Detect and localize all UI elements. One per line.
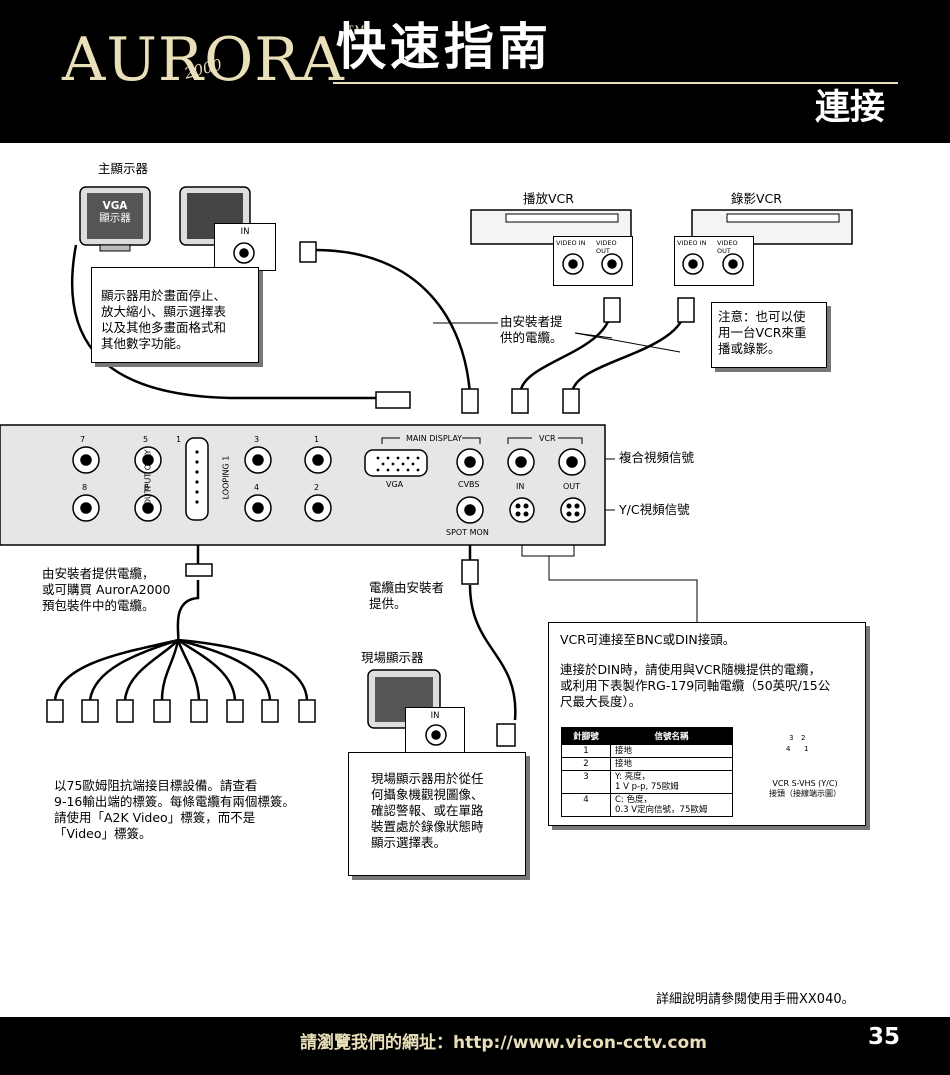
vcr-out-label: OUT xyxy=(563,482,581,491)
yc-video-label: Y/C視頻信號 xyxy=(619,502,690,517)
vga-port-label: VGA xyxy=(386,480,404,489)
spot-monitor-function-note: 現場顯示器用於從任何攝象機觀視圖像、確認警報、或在單路 裝置處於錄像狀態時顯示選… xyxy=(348,752,526,876)
monitor-function-note: 顯示器用於畫面停止、放大縮小、顯示選擇表 以及其他多畫面格式和其他數字功能。 xyxy=(91,267,259,363)
vcr-box-line1: VCR可連接至BNC或DIN接頭。 xyxy=(560,632,736,647)
port-num-5: 5 xyxy=(143,435,149,444)
port-num-2: 2 xyxy=(314,483,320,492)
port-num-7: 7 xyxy=(80,435,86,444)
port-num-4: 4 xyxy=(254,483,260,492)
port-num-1b: 1 xyxy=(314,435,320,444)
vcr-box-line2: 連接於DIN時，請使用與VCR隨機提供的電纜，或利用下表製作RG-179同軸電纜… xyxy=(560,662,831,709)
page-title: 快速指南 xyxy=(336,18,552,76)
din-pin-1: 1 xyxy=(804,745,809,753)
main-cvbs-cable xyxy=(314,248,472,396)
dvr-back-panel xyxy=(0,424,606,546)
website-link[interactable]: 請瀏覽我們的網址：http://www.vicon-cctv.com xyxy=(300,1033,707,1053)
breakout-split xyxy=(176,580,200,641)
port-num-3: 3 xyxy=(254,435,260,444)
vcr-in-label: IN xyxy=(516,482,525,491)
din-pin-4: 4 xyxy=(786,745,791,753)
spot-mon-label: SPOT MON xyxy=(446,528,489,537)
looping-label: LOOPING 1 xyxy=(221,455,231,500)
footer-bar xyxy=(0,1017,950,1075)
installer-cable-note: 由安裝者提供的電纜。 xyxy=(500,314,563,346)
page-subtitle: 連接 xyxy=(815,88,886,128)
manual-reference: 詳細說明請參閱使用手冊XX040。 xyxy=(656,992,855,1007)
composite-video-label: 複合視頻信號 xyxy=(619,450,695,465)
spot-cable xyxy=(468,584,517,721)
header-bar xyxy=(0,0,950,143)
spot-cable-note: 電纜由安裝者提供。 xyxy=(369,580,445,611)
din-caption: VCR S-VHS (Y/C)接頭（接線端示圖） xyxy=(769,779,841,798)
vcr-connection-box: VCR可連接至BNC或DIN接頭。 連接於DIN時，請使用與VCR隨機提供的電纜… xyxy=(548,622,866,826)
cvbs-port-label: CVBS xyxy=(458,480,480,489)
din-pin-3: 3 xyxy=(789,734,794,742)
rec-vcr-label: 錄影VCR xyxy=(731,191,782,206)
main-display-label: MAIN DISPLAY xyxy=(406,434,463,443)
port-num-8: 8 xyxy=(82,483,88,492)
output-only-label: OUTPUT ONLY xyxy=(143,449,153,506)
page-number: 35 xyxy=(868,1024,901,1050)
vcr-note: 注意：也可以使用一台VCR來重播或錄影。 xyxy=(711,302,827,368)
main-monitor-label: 主顯示器 xyxy=(98,161,149,176)
din-pin-2: 2 xyxy=(801,734,806,742)
play-vcr-label: 播放VCR xyxy=(523,191,574,206)
header-rule xyxy=(333,82,898,84)
spot-monitor-label: 現場顯示器 xyxy=(361,650,424,665)
vcr-group-label: VCR xyxy=(539,434,556,443)
port-num-6: 6 xyxy=(144,483,150,492)
port-num-1a: 1 xyxy=(176,435,182,444)
